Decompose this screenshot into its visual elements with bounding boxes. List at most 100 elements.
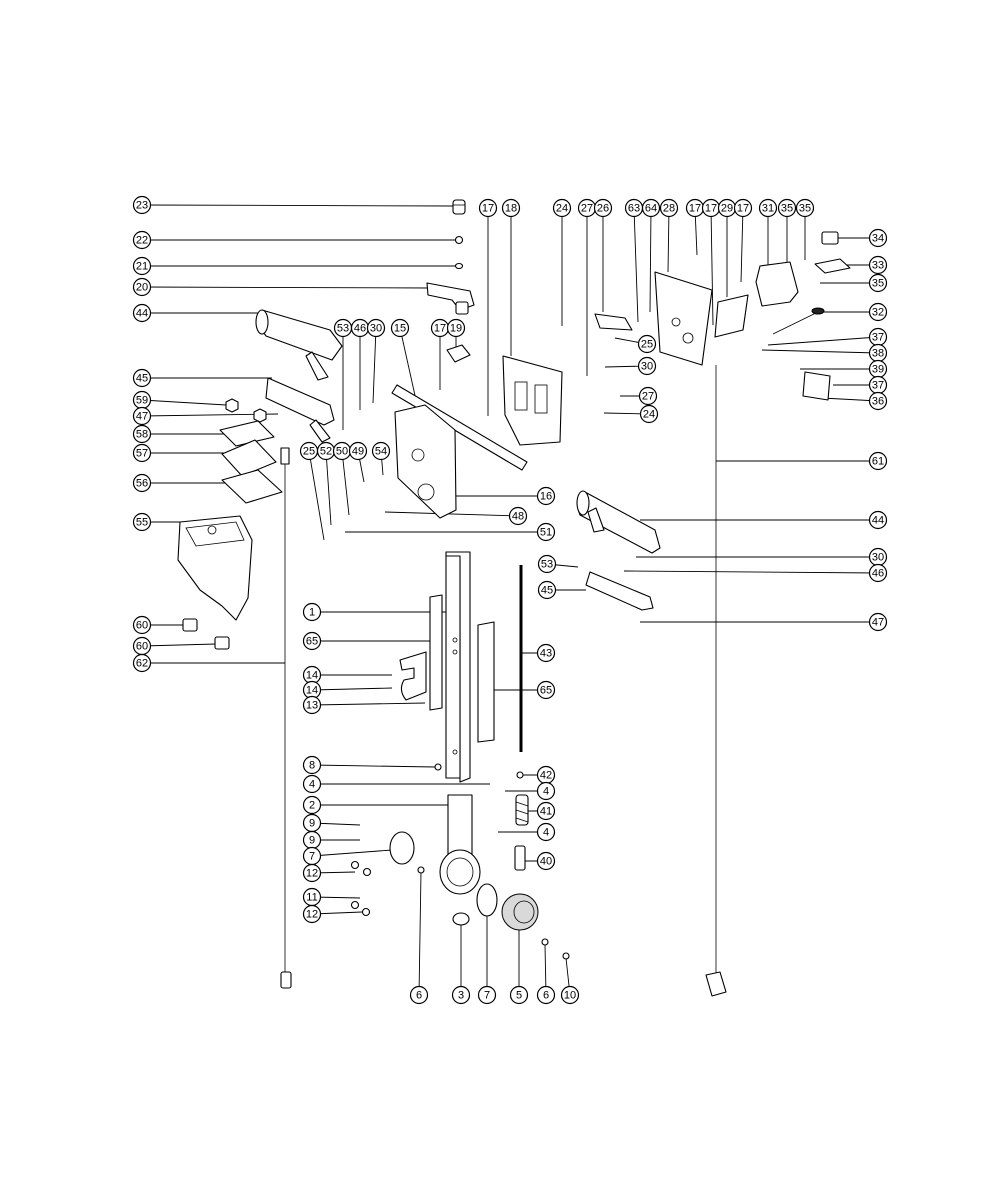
callout-4: 4: [302, 774, 322, 794]
callout-number: 44: [136, 308, 148, 320]
callout-46: 46: [868, 563, 888, 583]
part-21-washer: [454, 262, 464, 270]
callout-47: 47: [868, 612, 888, 632]
callout-number: 61: [872, 456, 884, 468]
callout-44: 44: [132, 303, 152, 323]
callout-number: 7: [309, 851, 315, 863]
callout-number: 27: [642, 391, 654, 403]
callout-35: 35: [868, 273, 888, 293]
callout-circle: [302, 863, 322, 883]
callout-number: 5: [516, 990, 522, 1002]
callout-circle: [638, 386, 658, 406]
callout-number: 28: [663, 203, 675, 215]
leader-line-15: [399, 327, 417, 401]
callout-circle: [536, 851, 556, 871]
callout-56: 56: [132, 473, 152, 493]
callout-57: 57: [132, 443, 152, 463]
callout-14: 14: [302, 665, 322, 685]
callout-circle: [552, 198, 572, 218]
callout-number: 43: [540, 648, 552, 660]
callout-7: 7: [477, 985, 497, 1005]
callout-number: 8: [309, 760, 315, 772]
part-1-column: [445, 551, 471, 783]
callout-number: 36: [872, 396, 884, 408]
callout-13: 13: [302, 695, 322, 715]
part-45-bracket: [265, 377, 335, 443]
callout-number: 25: [303, 446, 315, 458]
part-65-cover-right: [477, 621, 495, 743]
callout-circle: [409, 985, 429, 1005]
callout-number: 17: [482, 203, 494, 215]
part-16-housing: [394, 404, 457, 519]
callout-circle: [132, 653, 152, 673]
callout-circle: [536, 486, 556, 506]
callout-4: 4: [536, 822, 556, 842]
callout-30: 30: [637, 356, 657, 376]
callout-35: 35: [795, 198, 815, 218]
callout-number: 62: [136, 658, 148, 670]
callout-number: 1: [309, 607, 315, 619]
leader-line-14: [311, 687, 393, 691]
part-56-circuit-board: [221, 469, 283, 504]
callout-circle: [132, 443, 152, 463]
callout-circle: [446, 318, 466, 338]
leader-line-30: [372, 327, 377, 404]
callout-number: 21: [136, 261, 148, 273]
part-41-spring: [515, 794, 529, 826]
callout-65: 65: [302, 631, 322, 651]
callout-42: 42: [536, 765, 556, 785]
callout-3: 3: [451, 985, 471, 1005]
callout-number: 17: [705, 203, 717, 215]
callout-55: 55: [132, 512, 152, 532]
callout-number: 41: [540, 806, 552, 818]
callout-23: 23: [132, 195, 152, 215]
callout-32: 32: [868, 302, 888, 322]
callout-number: 29: [721, 203, 733, 215]
callout-31: 31: [758, 198, 778, 218]
part-drawings: [177, 199, 851, 997]
callout-number: 4: [309, 779, 315, 791]
callout-18: 18: [501, 198, 521, 218]
callout-circle: [536, 801, 556, 821]
part-32-cord: [772, 307, 825, 335]
callout-number: 34: [872, 233, 884, 245]
callout-number: 23: [136, 200, 148, 212]
callout-16: 16: [536, 486, 556, 506]
callout-33: 33: [868, 255, 888, 275]
callout-circle: [509, 985, 529, 1005]
callout-number: 19: [450, 323, 462, 335]
callout-circle: [132, 277, 152, 297]
callout-number: 60: [136, 641, 148, 653]
callout-24: 24: [639, 404, 659, 424]
callout-65: 65: [536, 680, 556, 700]
part-33-plate: [814, 258, 851, 274]
callout-number: 24: [556, 203, 568, 215]
callout-number: 18: [505, 203, 517, 215]
callout-61: 61: [868, 451, 888, 471]
part-13-bracket: [399, 651, 427, 701]
callout-53: 53: [333, 318, 353, 338]
callout-number: 49: [352, 446, 364, 458]
callout-number: 37: [872, 332, 884, 344]
callout-number: 30: [641, 361, 653, 373]
callout-9: 9: [302, 830, 322, 850]
callout-number: 50: [336, 446, 348, 458]
callout-number: 51: [540, 527, 552, 539]
callout-52: 52: [316, 441, 336, 461]
callout-number: 58: [136, 429, 148, 441]
callout-circle: [302, 795, 322, 815]
callout-36: 36: [868, 391, 888, 411]
callout-1: 1: [302, 602, 322, 622]
leader-line-36: [821, 397, 879, 402]
part-61-cable: [705, 365, 727, 997]
callout-circle: [637, 334, 657, 354]
callout-circle: [795, 198, 815, 218]
callout-circle: [501, 198, 521, 218]
callout-circle: [868, 302, 888, 322]
callout-number: 40: [540, 856, 552, 868]
callout-2: 2: [302, 795, 322, 815]
leader-line-38: [761, 349, 879, 354]
callout-number: 64: [645, 203, 657, 215]
callout-circle: [868, 563, 888, 583]
callout-circle: [132, 195, 152, 215]
